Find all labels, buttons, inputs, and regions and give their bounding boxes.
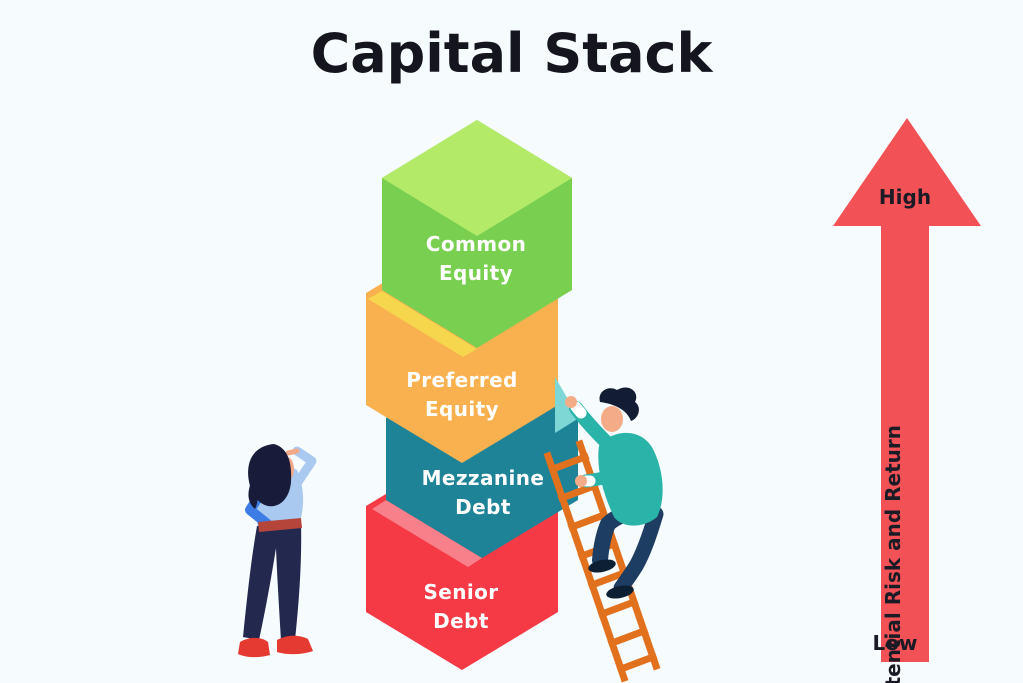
climber-face bbox=[601, 406, 623, 432]
cube-label-common-equity: Common Equity bbox=[376, 230, 576, 288]
climber-hand bbox=[575, 475, 587, 487]
risk-axis-title-text: Potential Risk and Return bbox=[881, 424, 905, 683]
ladder-illustration bbox=[543, 439, 661, 683]
cube-label-line: Debt bbox=[433, 609, 489, 633]
climber-shoe bbox=[588, 559, 616, 573]
cube-label-line: Senior bbox=[423, 580, 499, 604]
thinker-raised-arm bbox=[292, 446, 317, 487]
thinker-hair-lock bbox=[248, 480, 258, 509]
cube-label-line: Equity bbox=[424, 397, 500, 421]
climber-sweater-torso bbox=[598, 432, 663, 526]
ladder-rung bbox=[597, 597, 639, 619]
thinker-pointing-finger bbox=[285, 448, 300, 456]
ladder-rung bbox=[587, 568, 629, 590]
cube-label-line: Debt bbox=[455, 495, 511, 519]
risk-axis-low-label: Low bbox=[872, 631, 918, 655]
thinker-belt bbox=[258, 518, 302, 532]
thinker-pants bbox=[243, 522, 302, 641]
ladder-rung bbox=[548, 452, 590, 474]
ladder-rung bbox=[607, 626, 649, 648]
thinker-hair bbox=[248, 444, 292, 507]
cube-label-preferred-equity: Preferred Equity bbox=[362, 366, 562, 424]
climber-lower-leg bbox=[613, 506, 664, 596]
cube-preferred-equity-top-sliver bbox=[368, 291, 477, 357]
cube-label-line: Mezzanine bbox=[421, 466, 545, 490]
page-title: Capital Stack bbox=[310, 22, 713, 85]
cube-label-mezzanine-debt: Mezzanine Debt bbox=[383, 464, 583, 522]
cube-common-equity-top bbox=[382, 120, 572, 236]
climber-hand bbox=[565, 396, 577, 408]
thinker-shoe bbox=[277, 635, 313, 655]
cube-label-line: Preferred bbox=[406, 368, 518, 392]
thinking-person-illustration bbox=[238, 444, 317, 658]
cube-common-equity bbox=[382, 120, 572, 348]
risk-return-arrow bbox=[833, 118, 981, 662]
climber-hair bbox=[599, 387, 639, 421]
climbing-person-illustration bbox=[565, 387, 664, 599]
climber-shoe bbox=[606, 585, 634, 599]
cube-label-line: Common bbox=[425, 232, 527, 256]
ladder-rung bbox=[557, 481, 599, 503]
cube-label-senior-debt: Senior Debt bbox=[361, 578, 561, 636]
ladder-rung bbox=[616, 652, 658, 674]
climber-cuff bbox=[570, 401, 587, 419]
risk-axis-high-label: High bbox=[878, 185, 932, 209]
cube-senior-debt-top-sliver bbox=[372, 500, 482, 567]
ladder-rung bbox=[567, 510, 609, 532]
thinker-shoe bbox=[238, 637, 270, 658]
cube-label-line: Equity bbox=[438, 261, 514, 285]
